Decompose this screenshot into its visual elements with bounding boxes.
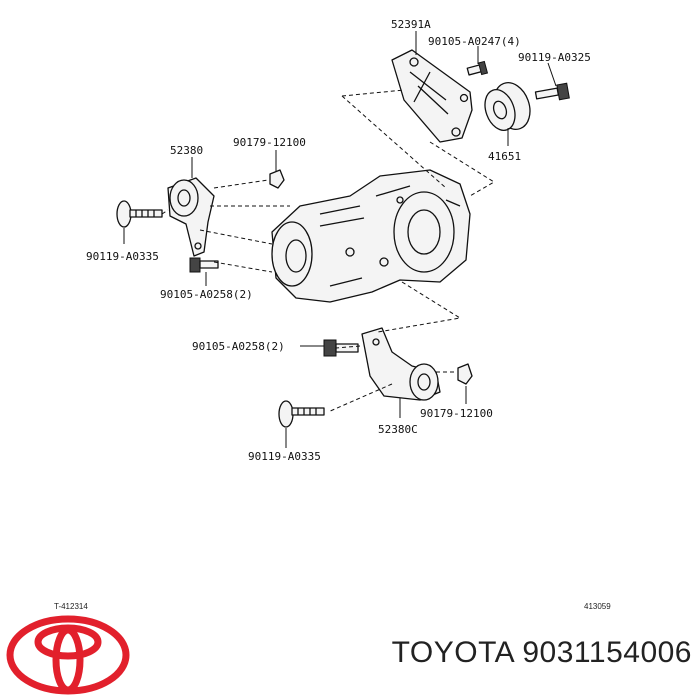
label-90119-a0335-bottom: 90119-A0335 (248, 450, 321, 463)
bracket-52380 (167, 177, 215, 257)
label-90119-a0325: 90119-A0325 (518, 51, 591, 64)
label-90119-a0335-left: 90119-A0335 (86, 250, 159, 263)
label-90105-a0258-left: 90105-A0258(2) (160, 288, 253, 301)
toyota-logo-icon (6, 615, 130, 695)
bolt-90119-a0325 (534, 82, 570, 101)
label-52391a: 52391A (391, 18, 431, 31)
bracket-52391a (391, 49, 473, 143)
leader-lines (123, 31, 557, 448)
bolt-90105-a0258-left (189, 257, 219, 273)
label-41651: 41651 (488, 150, 521, 163)
ref-code-right: 413059 (584, 602, 611, 611)
label-90179-12100-bottom: 90179-12100 (420, 407, 493, 420)
bolt-90119-a0335-bottom (278, 400, 325, 428)
clip-90179-12100-bottom (457, 363, 473, 385)
label-90179-12100-top: 90179-12100 (233, 136, 306, 149)
label-52380c: 52380C (378, 423, 418, 436)
bolt-90105-a0247 (466, 60, 489, 76)
bolt-90119-a0335-left (116, 200, 163, 228)
pulley-41651 (484, 82, 531, 131)
bolt-90105-a0258-mid (323, 339, 359, 357)
label-90105-a0258-mid: 90105-A0258(2) (192, 340, 285, 353)
ref-code-left: T-412314 (54, 602, 88, 611)
part-caption: TOYOTA 9031154006 (391, 636, 692, 669)
label-52380: 52380 (170, 144, 203, 157)
assembly-lines (161, 89, 495, 413)
bracket-52380c (361, 327, 441, 401)
label-90105-a0247: 90105-A0247(4) (428, 35, 521, 48)
clip-90179-12100-top (269, 169, 285, 189)
part-labels: 52391A 90105-A0247(4) 90119-A0325 41651 … (86, 18, 591, 463)
differential-housing (271, 169, 471, 303)
